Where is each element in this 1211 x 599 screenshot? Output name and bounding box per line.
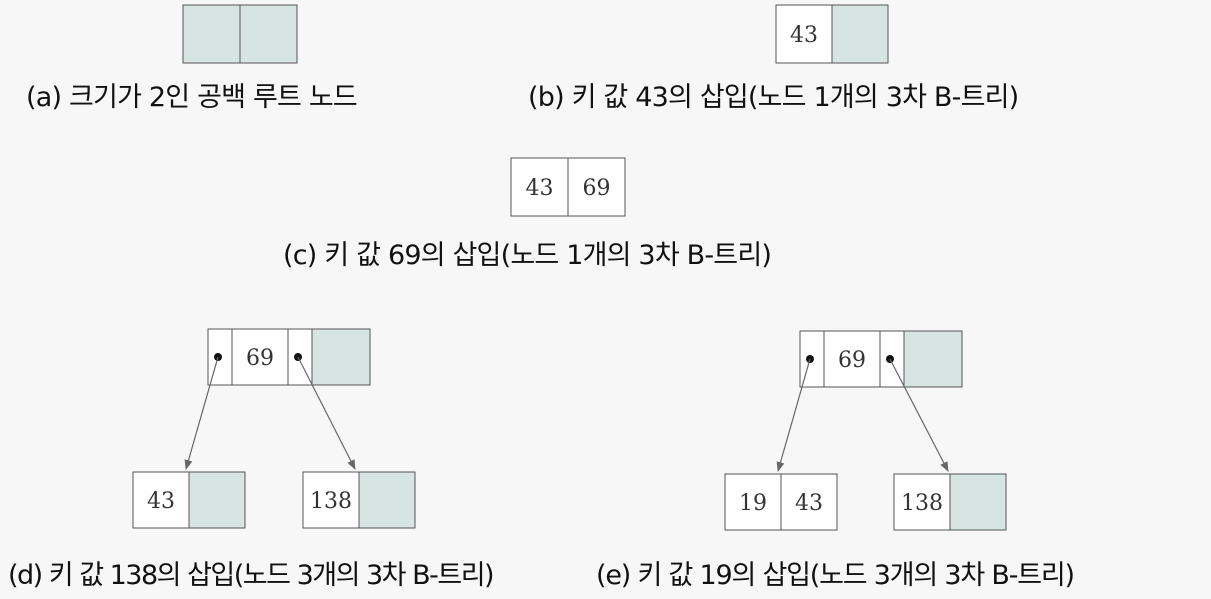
node-a-root (182, 4, 298, 64)
empty-key-slot (831, 4, 889, 64)
key-label: 19 (739, 491, 767, 516)
node-b-root: 43 (775, 4, 889, 64)
key-slot (231, 328, 289, 386)
empty-key-slot (949, 473, 1007, 531)
node-d-root: 69 (207, 328, 371, 386)
child-pointer-arrow (776, 358, 811, 472)
key-label: 69 (583, 176, 611, 201)
key-label: 138 (310, 489, 352, 514)
child-pointer-arrow (184, 356, 219, 470)
key-slot (132, 471, 190, 529)
node-e-root: 69 (799, 330, 963, 388)
key-slot (775, 4, 833, 64)
empty-key-slot (188, 471, 246, 529)
key-label: 43 (795, 491, 823, 516)
key-label: 69 (838, 348, 866, 373)
empty-key-slot (239, 4, 298, 64)
key-slot (893, 473, 951, 531)
empty-key-slot (311, 328, 371, 386)
key-label: 43 (526, 176, 554, 201)
child-pointer-arrow (889, 358, 949, 472)
caption-b: (b) 키 값 43의 삽입(노드 1개의 3차 B-트리) (528, 82, 1019, 113)
empty-key-slot (358, 471, 416, 529)
empty-key-slot (182, 4, 241, 64)
key-slot (302, 471, 360, 529)
node-c-root: 43 69 (510, 157, 626, 217)
key-slot (510, 157, 569, 217)
caption-d: (d) 키 값 138의 삽입(노드 3개의 3차 B-트리) (8, 560, 495, 591)
caption-a: (a) 크기가 2인 공백 루트 노드 (26, 82, 358, 113)
key-slot (567, 157, 626, 217)
node-e-child-right: 138 (893, 473, 1007, 531)
key-label: 43 (790, 23, 818, 48)
key-label: 43 (147, 489, 175, 514)
child-pointer-arrow (297, 356, 356, 470)
empty-key-slot (903, 330, 963, 388)
caption-e: (e) 키 값 19의 삽입(노드 3개의 3차 B-트리) (596, 560, 1075, 591)
key-slot (724, 473, 782, 531)
key-slot (780, 473, 838, 531)
caption-c: (c) 키 값 69의 삽입(노드 1개의 3차 B-트리) (283, 240, 772, 271)
node-d-child-left: 43 (132, 471, 246, 529)
key-label: 138 (901, 491, 943, 516)
node-d-child-right: 138 (302, 471, 416, 529)
key-label: 69 (246, 346, 274, 371)
